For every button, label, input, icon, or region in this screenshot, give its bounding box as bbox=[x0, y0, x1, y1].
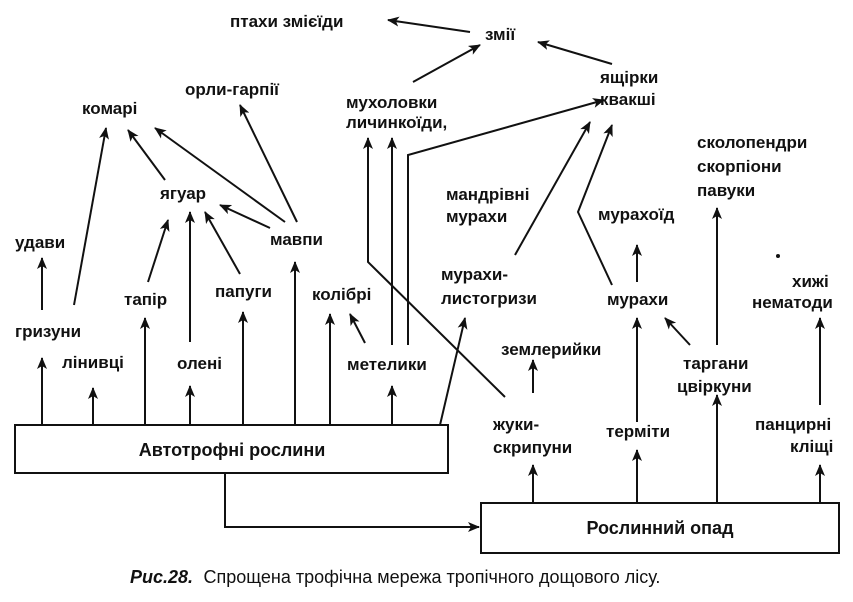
edge-murakhy-yashchirky bbox=[576, 124, 613, 286]
node-yashchirky-line1: ящірки bbox=[599, 68, 658, 87]
edge-yaguar-komari bbox=[127, 129, 166, 181]
node-skolopendry-line2: скорпіони bbox=[697, 157, 782, 176]
edges bbox=[37, 16, 825, 532]
node-lystogryzy-line2: листогризи bbox=[441, 289, 537, 308]
node-termity: терміти bbox=[606, 422, 670, 441]
edge-yashchirky-zmii bbox=[537, 40, 613, 65]
node-linyvtsi: лінивці bbox=[62, 353, 124, 372]
node-targany-line1: таргани bbox=[683, 354, 748, 373]
node-yashchirky-line2: квакші bbox=[600, 90, 656, 109]
autotrophs-label: Автотрофні рослини bbox=[139, 440, 326, 460]
node-lystogryzy-line1: мурахи- bbox=[441, 265, 508, 284]
node-mukholovky-line1: мухоловки bbox=[346, 93, 437, 112]
edge-metelyky-yashchirky bbox=[407, 98, 605, 345]
autotrophs-box: Автотрофні рослини bbox=[14, 424, 449, 474]
node-mandrivni-line2: мурахи bbox=[446, 207, 507, 226]
node-labels: птахи змієїди змії орли-гарпії комарі му… bbox=[15, 12, 833, 457]
edge-hryzuny-komari bbox=[73, 127, 109, 306]
edge-mukholovky-zmii bbox=[412, 44, 481, 83]
node-targany-line2: цвіркуни bbox=[677, 377, 752, 396]
node-murakhoid: мурахоїд bbox=[598, 205, 675, 224]
edge-mavpy-komari bbox=[154, 127, 286, 223]
node-zhuky-line2: скрипуни bbox=[493, 438, 572, 457]
edge-tapir-yaguar bbox=[147, 219, 170, 283]
edge-autotrophs-lystogryzy bbox=[439, 317, 468, 426]
node-zhuky-line1: жуки- bbox=[492, 415, 539, 434]
node-komari: комарі bbox=[82, 99, 137, 118]
node-zemleryiky: землерийки bbox=[501, 340, 601, 359]
node-zmii: змії bbox=[485, 25, 516, 44]
node-skolopendry-line3: павуки bbox=[697, 181, 755, 200]
node-tapir: тапір bbox=[124, 290, 167, 309]
caption-label: Рис.28. bbox=[130, 567, 193, 587]
node-nematody-line2: нематоди bbox=[752, 293, 833, 312]
node-metelyky: метелики bbox=[347, 355, 427, 374]
edge-zhuky-mukholovky-left bbox=[363, 137, 506, 398]
edge-mavpy-yaguar bbox=[219, 204, 271, 229]
node-pantsyrni-line1: панцирні bbox=[755, 415, 831, 434]
node-mandrivni-line1: мандрівні bbox=[446, 185, 529, 204]
node-papugy: папуги bbox=[215, 282, 272, 301]
edge-mavpy-orly bbox=[239, 104, 298, 223]
node-hryzuny: гризуни bbox=[15, 322, 81, 341]
node-yaguar: ягуар bbox=[159, 184, 206, 203]
edge-papugy-yaguar bbox=[204, 211, 241, 275]
edge-kolibri-metelyky bbox=[349, 313, 366, 344]
node-oleni: олені bbox=[177, 354, 222, 373]
node-orly: орли-гарпії bbox=[185, 80, 280, 99]
node-mavpy: мавпи bbox=[270, 230, 323, 249]
edge-lystogryzy-yashchirky bbox=[514, 121, 591, 256]
node-pantsyrni-line2: кліщі bbox=[790, 437, 833, 456]
edge-zmii-ptakhy bbox=[387, 16, 471, 33]
caption-line: Рис.28. Спрощена трофічна мережа тропічн… bbox=[130, 567, 660, 587]
node-nematody-line1: хижі bbox=[792, 272, 829, 291]
node-kolibri: колібрі bbox=[312, 285, 371, 304]
litter-box: Рослинний опад bbox=[480, 502, 840, 554]
litter-label: Рослинний опад bbox=[586, 518, 734, 538]
caption-text: Спрощена трофічна мережа тропічного дощо… bbox=[204, 567, 661, 587]
node-udavy: удави bbox=[15, 233, 65, 252]
node-skolopendry-line1: сколопендри bbox=[697, 133, 807, 152]
node-murakhy: мурахи bbox=[607, 290, 668, 309]
edge-targany-murakhy bbox=[664, 317, 691, 346]
dot-mark bbox=[776, 254, 780, 258]
node-ptakhy: птахи змієїди bbox=[230, 12, 343, 31]
node-mukholovky-line2: личинкоїди, bbox=[346, 113, 447, 132]
figure-caption: Рис.28. Спрощена трофічна мережа тропічн… bbox=[130, 567, 660, 587]
edge-autotrophs-litter bbox=[224, 473, 480, 532]
